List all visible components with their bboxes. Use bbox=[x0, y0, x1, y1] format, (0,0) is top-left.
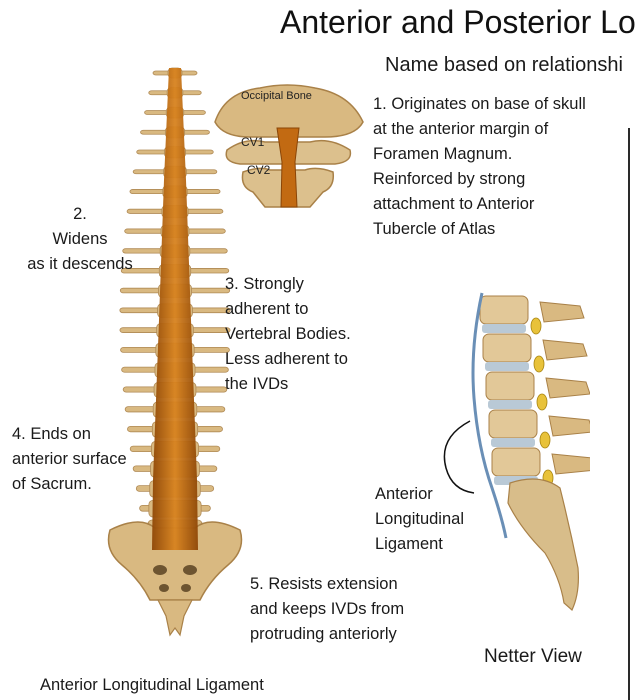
coccyx-shape bbox=[157, 599, 193, 637]
sacral-foramen bbox=[181, 584, 191, 592]
netter-sacrum-shape bbox=[507, 478, 579, 611]
netter-ligament-pointer bbox=[443, 420, 475, 494]
lumbar-vertebral-body bbox=[485, 371, 535, 401]
netter-ligament-line bbox=[471, 292, 508, 539]
spine-anterior-illustration bbox=[107, 67, 243, 637]
annotation-adherent: 3. Strongly adherent to Vertebral Bodies… bbox=[225, 275, 351, 393]
spinous-process bbox=[548, 415, 590, 437]
spinal-nerve bbox=[536, 393, 548, 411]
lumbar-vertebral-body bbox=[482, 333, 532, 363]
annotation-ends: 4. Ends on anterior surface of Sacrum. bbox=[12, 425, 127, 493]
spinal-nerve bbox=[533, 355, 545, 373]
slide-border-rule bbox=[628, 128, 630, 700]
cv2-label: CV2 bbox=[247, 163, 271, 177]
netter-ligament-label: Anterior Longitudinal Ligament bbox=[375, 485, 464, 553]
spinal-nerve bbox=[539, 431, 551, 449]
lumbar-vertebral-body bbox=[479, 295, 529, 325]
slide-title: Anterior and Posterior Lo bbox=[280, 4, 636, 40]
spinous-process bbox=[545, 377, 590, 399]
intervertebral-disc bbox=[491, 438, 535, 447]
figure-caption: Anterior Longitudinal Ligament bbox=[40, 676, 264, 694]
netter-vertebrae bbox=[479, 295, 590, 487]
lumbar-vertebral-body bbox=[488, 409, 538, 439]
spinal-nerve bbox=[530, 317, 542, 335]
sacral-foramen bbox=[183, 565, 197, 575]
spinous-process bbox=[539, 301, 585, 323]
annotation-widens: 2. Widens as it descends bbox=[27, 205, 133, 273]
spinous-process bbox=[551, 453, 590, 475]
netter-view-caption: Netter View bbox=[484, 646, 582, 667]
intervertebral-disc bbox=[482, 324, 526, 333]
netter-lumbar-illustration bbox=[443, 292, 590, 611]
sacral-foramen bbox=[159, 584, 169, 592]
slide-subtitle: Name based on relationshi bbox=[385, 54, 623, 76]
intervertebral-disc bbox=[485, 362, 529, 371]
sacral-foramen bbox=[153, 565, 167, 575]
lumbar-vertebral-body bbox=[491, 447, 541, 477]
occipital-bone-label: Occipital Bone bbox=[241, 90, 312, 102]
anterior-longitudinal-ligament-band bbox=[152, 68, 198, 550]
annotation-resists: 5. Resists extension and keeps IVDs from… bbox=[250, 575, 405, 643]
annotation-originates: 1. Originates on base of skull at the an… bbox=[373, 95, 586, 238]
spinous-process bbox=[542, 339, 588, 361]
occipital-bone-shape bbox=[214, 84, 364, 138]
intervertebral-disc bbox=[488, 400, 532, 409]
skull-ligament-band bbox=[276, 127, 300, 208]
cv1-label: CV1 bbox=[241, 135, 265, 149]
skull-base-inset-illustration: Occipital Bone CV1 CV2 bbox=[214, 84, 364, 208]
